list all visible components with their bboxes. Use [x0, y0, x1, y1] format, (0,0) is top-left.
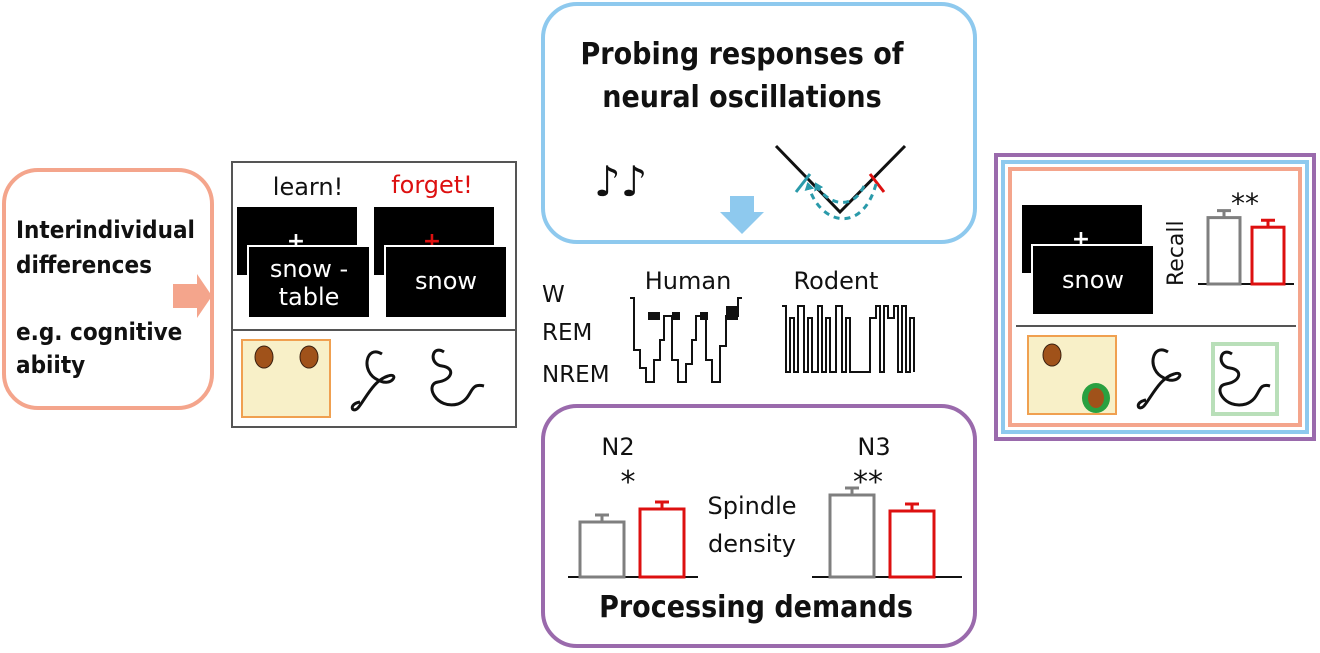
result-object-circle [1042, 343, 1062, 367]
stage-label-rem: REM [542, 320, 592, 346]
recall-error-bar-1 [1217, 209, 1231, 218]
result-word-screen [1031, 244, 1155, 316]
n2-bars [578, 500, 686, 579]
result-panel: + snow Recall ** [994, 153, 1316, 441]
oscillation-trough-line [774, 144, 907, 215]
stim-marker-blue [794, 173, 812, 193]
squiggle-object-a [350, 350, 396, 412]
frame-inner-orange [1008, 167, 1302, 427]
recall-bar-1 [1206, 216, 1242, 286]
forget-cue: forget! [391, 171, 473, 199]
interindividual-title-line2: differences [16, 251, 152, 279]
stim-marker-red [868, 173, 886, 193]
n3-label: N3 [857, 433, 890, 461]
processing-box [541, 404, 977, 648]
music-note-icon: ♪♪ [594, 157, 648, 206]
frame-outer-purple [994, 153, 1316, 441]
n3-error-bar-2 [905, 502, 919, 511]
phase-arrow-inner [814, 182, 866, 204]
learn-word-line2: table [279, 283, 340, 311]
squiggle-object-b [430, 348, 485, 407]
n2-bar-2 [638, 507, 686, 579]
learn-word-screen [247, 245, 371, 319]
novel-object-highlight [1211, 342, 1279, 416]
n3-bar-2 [888, 509, 936, 579]
recall-label: Recall [1164, 220, 1189, 286]
spindle-label-line2: density [708, 530, 796, 558]
forget-word: snow [415, 267, 477, 295]
human-rem-block-3 [700, 312, 708, 320]
interindividual-box [2, 168, 214, 410]
interindividual-panel: Interindividual differences e.g. cogniti… [2, 168, 214, 410]
recall-stars: ** [1231, 187, 1259, 220]
spindle-label-line1: Spindle [707, 492, 796, 520]
n3-error-bar-1 [845, 486, 859, 495]
probe-panel: Probing responses of neural oscillations… [541, 2, 977, 244]
human-hypnogram-trace [630, 297, 742, 383]
learn-cue: learn! [273, 173, 343, 201]
human-label: Human [645, 267, 732, 295]
result-squiggle-a [1136, 348, 1182, 410]
example-line2: abiity [16, 351, 85, 379]
n2-stars: * [621, 465, 636, 500]
stage-label-w: W [542, 282, 565, 308]
probe-title-line2: neural oscillations [602, 80, 881, 115]
learn-word-line1: snow - [270, 255, 348, 283]
n2-bar-1 [578, 520, 626, 579]
n3-bars [828, 486, 936, 579]
rodent-label: Rodent [794, 267, 879, 295]
example-line1: e.g. cognitive [16, 318, 182, 346]
object-circle-right [299, 345, 319, 369]
stage-label-nrem: NREM [542, 362, 610, 388]
recall-error-bar-2 [1261, 218, 1275, 228]
right-arrow-icon [173, 274, 212, 318]
human-rem-block-4 [726, 306, 738, 320]
interindividual-title-line1: Interindividual [16, 216, 195, 244]
human-rem-block-2 [672, 312, 680, 320]
hypnogram-section: W REM NREM Human Rodent [542, 267, 915, 388]
rodent-hypnogram-trace [782, 305, 915, 373]
n2-label: N2 [601, 433, 634, 461]
processing-title: Processing demands [599, 590, 913, 625]
result-squiggle-b [1218, 350, 1271, 407]
result-word: snow [1062, 266, 1124, 294]
processing-panel: N2 * N3 ** Spindle density Processing de… [541, 404, 977, 648]
forget-word-screen [384, 245, 508, 319]
n3-bar-1 [828, 493, 876, 579]
n2-error-bar-2 [655, 500, 669, 509]
n2-error-bar-1 [595, 513, 609, 522]
down-arrow-icon [720, 196, 764, 234]
human-rem-block-1 [648, 312, 660, 320]
task-panel: learn! forget! + snow - table + snow [231, 161, 517, 428]
probe-title-line1: Probing responses of [580, 37, 903, 72]
recall-bars [1206, 209, 1286, 286]
object-circle-left [254, 345, 274, 369]
recall-bar-2 [1250, 225, 1286, 286]
result-moved-object [1088, 388, 1104, 408]
frame-middle-blue [1001, 160, 1309, 434]
phase-arrow-outer [804, 182, 878, 220]
